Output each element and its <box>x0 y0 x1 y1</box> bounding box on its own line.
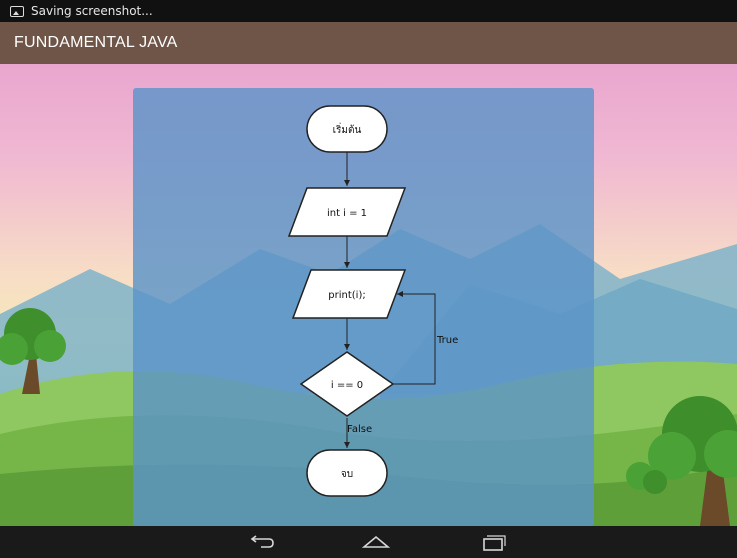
home-icon <box>358 532 394 552</box>
app-title: FUNDAMENTAL JAVA <box>14 34 178 52</box>
flowchart-diagram: เริ่มต้น int i = 1 print(i); i == 0 True… <box>133 88 594 526</box>
status-bar: Saving screenshot... <box>0 0 737 22</box>
end-node-label: จบ <box>341 469 353 480</box>
recent-apps-button[interactable] <box>474 532 510 552</box>
action-bar: FUNDAMENTAL JAVA <box>0 22 737 64</box>
home-button[interactable] <box>358 532 394 552</box>
image-icon <box>10 6 24 17</box>
print-node-label: print(i); <box>328 290 365 301</box>
arrow-condition-true-loop <box>393 294 435 384</box>
recent-apps-icon <box>474 532 510 552</box>
declare-node-label: int i = 1 <box>327 208 367 219</box>
flowchart-panel: เริ่มต้น int i = 1 print(i); i == 0 True… <box>133 88 594 526</box>
back-arrow-icon <box>243 532 279 552</box>
true-edge-label: True <box>436 335 458 346</box>
false-edge-label: False <box>347 424 372 435</box>
back-button[interactable] <box>243 532 279 552</box>
status-text: Saving screenshot... <box>31 4 153 18</box>
navigation-bar <box>0 526 737 558</box>
condition-node-label: i == 0 <box>331 380 363 391</box>
start-node-label: เริ่มต้น <box>333 122 362 136</box>
